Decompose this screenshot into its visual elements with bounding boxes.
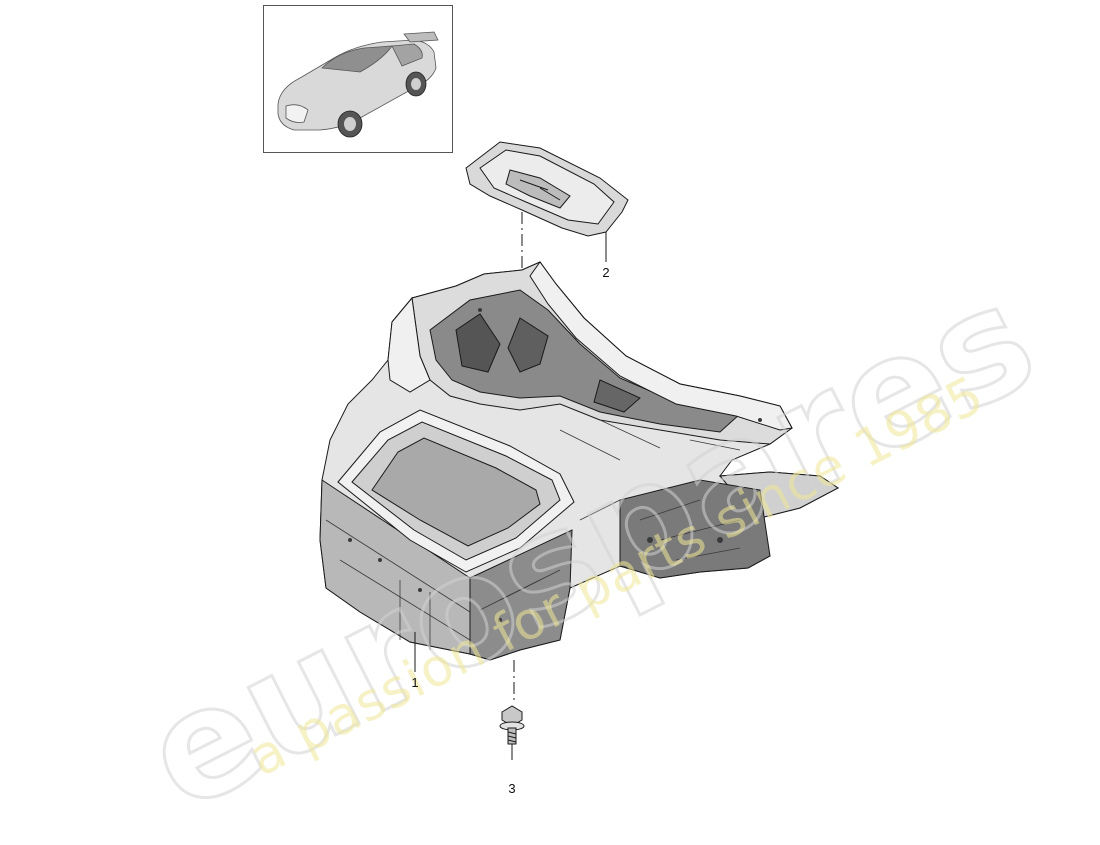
sports-car-icon xyxy=(277,31,439,138)
front-body-structure-icon xyxy=(319,261,839,661)
callout-3[interactable]: 3 xyxy=(508,781,516,796)
callout-1[interactable]: 1 xyxy=(411,675,419,690)
parts-diagram: eurospares a passion for parts since 198… xyxy=(118,5,1063,845)
leader-line-3 xyxy=(511,660,515,760)
cover-plate-icon xyxy=(465,141,629,237)
bolt-icon xyxy=(499,705,525,745)
vehicle-thumbnail-frame xyxy=(263,5,453,153)
callout-2[interactable]: 2 xyxy=(602,265,610,280)
exploded-view xyxy=(319,141,839,760)
